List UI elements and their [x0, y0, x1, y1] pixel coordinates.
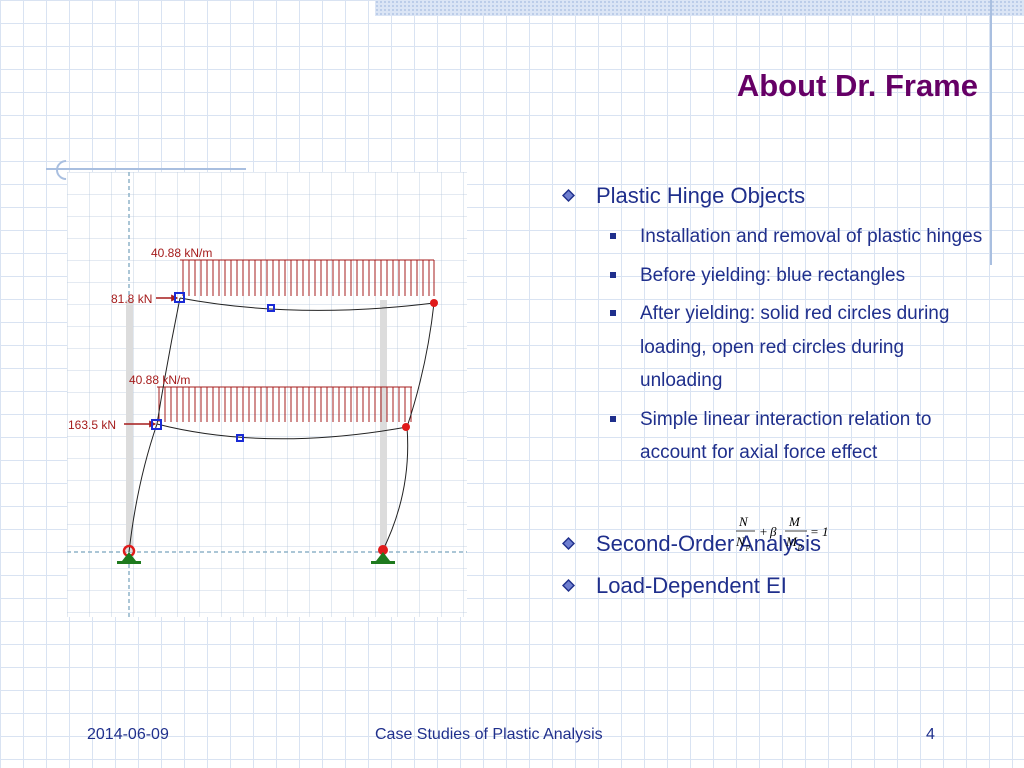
svg-text:p: p — [745, 542, 750, 551]
label-top-point-load: 81.8 kN — [111, 292, 152, 306]
svg-text:= 1: = 1 — [810, 524, 829, 539]
sub-bullet: Simple linear interaction relation to ac… — [560, 403, 990, 470]
bullet-plastic-hinge: Plastic Hinge Objects — [560, 180, 990, 212]
sub-bullet: After yielding: solid red circles during… — [560, 297, 990, 398]
bullet-text: Second-Order Analysis — [596, 530, 821, 556]
svg-text:M: M — [785, 534, 798, 549]
square-icon — [610, 415, 616, 422]
bullet-load-dependent: Load-Dependent EI — [560, 570, 990, 602]
svg-text:N: N — [735, 534, 746, 549]
square-icon — [610, 310, 616, 316]
distributed-load-mid — [157, 386, 412, 422]
top-decor-band — [375, 0, 1024, 16]
label-mid-point-load: 163.5 kN — [68, 418, 116, 432]
slide-title: About Dr. Frame — [736, 68, 978, 103]
decor-vertical-line — [990, 0, 992, 265]
label-mid-distributed-load: 40.88 kN/m — [129, 373, 190, 387]
formula-svg: N N p + β M M p = 1 — [735, 514, 829, 551]
deformed-frame — [128, 297, 435, 553]
column-right-original — [380, 300, 387, 552]
sub-bullet: Installation and removal of plastic hing… — [560, 220, 990, 254]
svg-text:N: N — [738, 514, 749, 529]
svg-text:M: M — [788, 514, 801, 529]
sub-bullet: Before yielding: blue rectangles — [560, 259, 990, 293]
hinge-before-yield-icon — [236, 434, 244, 442]
hinge-before-yield-icon — [151, 419, 162, 430]
hinge-after-yield-icon — [378, 545, 388, 555]
bullet-second-order: Second-Order Analysis — [560, 528, 990, 560]
hinge-before-yield-icon — [267, 304, 275, 312]
decor-horizontal-line — [46, 168, 246, 170]
diamond-icon — [562, 578, 575, 592]
hinge-after-yield-icon — [430, 299, 438, 307]
support-right-base — [371, 561, 395, 564]
frame-figure: 40.88 kN/m 81.8 kN 40.88 kN/m 163.5 kN — [67, 172, 467, 617]
footer-title: Case Studies of Plastic Analysis — [375, 726, 603, 743]
column-left-original — [126, 300, 133, 552]
hinge-after-yield-icon — [402, 423, 410, 431]
interaction-formula: N N p + β M M p = 1 — [735, 513, 835, 557]
bullet-text: Plastic Hinge Objects — [596, 183, 806, 208]
support-left-icon — [122, 552, 136, 561]
square-icon — [610, 233, 616, 239]
svg-text:p: p — [797, 542, 802, 551]
label-top-distributed-load: 40.88 kN/m — [151, 246, 212, 260]
page-number: 4 — [926, 726, 935, 743]
hinge-before-yield-icon — [174, 292, 185, 303]
support-right-icon — [376, 552, 390, 561]
diamond-icon — [562, 189, 575, 202]
bullet-content: Plastic Hinge Objects Installation and r… — [560, 180, 990, 610]
svg-text:β: β — [769, 524, 777, 539]
footer-date: 2014-06-09 — [87, 726, 169, 743]
square-icon — [610, 271, 616, 278]
support-left-base — [117, 561, 141, 564]
diamond-icon — [562, 536, 575, 550]
bullet-text: Load-Dependent EI — [596, 572, 787, 598]
distributed-load-top — [180, 259, 435, 296]
svg-text:+: + — [759, 524, 768, 539]
frame-diagram: 40.88 kN/m 81.8 kN 40.88 kN/m 163.5 kN — [67, 172, 467, 617]
